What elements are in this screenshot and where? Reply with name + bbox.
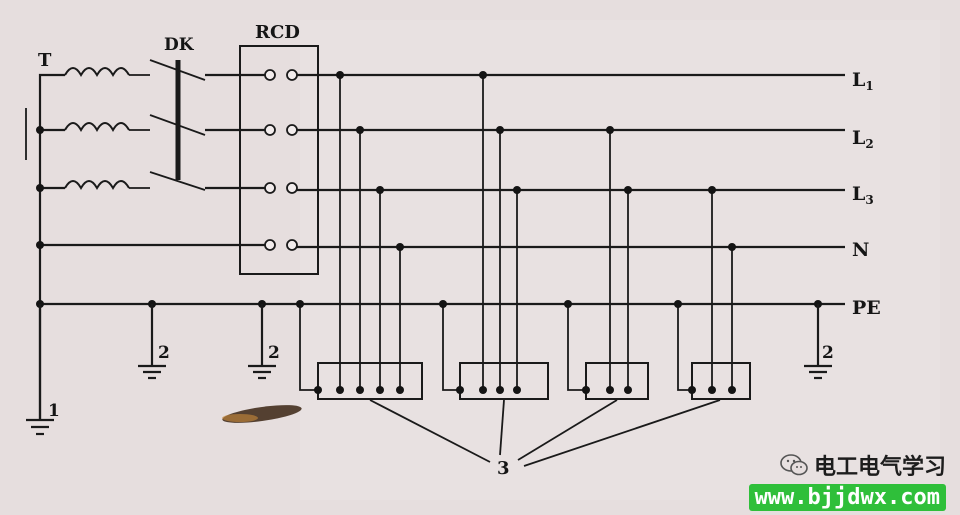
rcd-terminals xyxy=(264,69,298,251)
label-ground-main: 1 xyxy=(48,401,60,421)
label-l1: L1 xyxy=(852,69,874,93)
ground-2a xyxy=(138,304,166,380)
bus-junctions xyxy=(148,71,822,394)
label-ground-2a: 2 xyxy=(158,343,170,363)
drop-wires xyxy=(299,75,733,391)
bus-lines xyxy=(40,73,845,306)
label-l2: L2 xyxy=(852,127,874,151)
label-breaker: DK xyxy=(164,35,195,55)
burn-mark xyxy=(222,405,302,423)
equipment-leaders xyxy=(369,399,721,467)
label-rcd: RCD xyxy=(255,22,300,43)
ground-2b xyxy=(248,304,276,380)
equipment-boxes xyxy=(317,362,751,400)
label-n: N xyxy=(852,239,869,261)
ground-main xyxy=(26,304,54,436)
label-ground-2c: 2 xyxy=(822,343,834,363)
label-ground-2b: 2 xyxy=(268,343,280,363)
ground-2c xyxy=(804,304,832,380)
label-l3: L3 xyxy=(852,183,874,207)
equipment-box-2 xyxy=(459,362,549,400)
watermark-url: www.bjjdwx.com xyxy=(748,484,946,511)
watermark-row: 电工电气学习 xyxy=(780,449,946,481)
coil-1 xyxy=(64,67,130,78)
equipment-box-1 xyxy=(317,362,423,400)
watermark-name: 电工电气学习 xyxy=(813,455,946,480)
label-equipment: 3 xyxy=(497,458,510,479)
label-transformer: T xyxy=(38,50,52,71)
equipment-box-3 xyxy=(585,362,649,400)
label-pe: PE xyxy=(852,297,881,319)
coil-2 xyxy=(64,122,130,133)
breaker-dk xyxy=(149,59,270,191)
coil-3 xyxy=(64,180,130,191)
equipment-box-4 xyxy=(691,362,751,400)
wechat-icon xyxy=(780,454,808,476)
watermark: 电工电气学习 www.bjjdwx.com xyxy=(716,449,946,511)
rcd-box xyxy=(239,45,319,275)
